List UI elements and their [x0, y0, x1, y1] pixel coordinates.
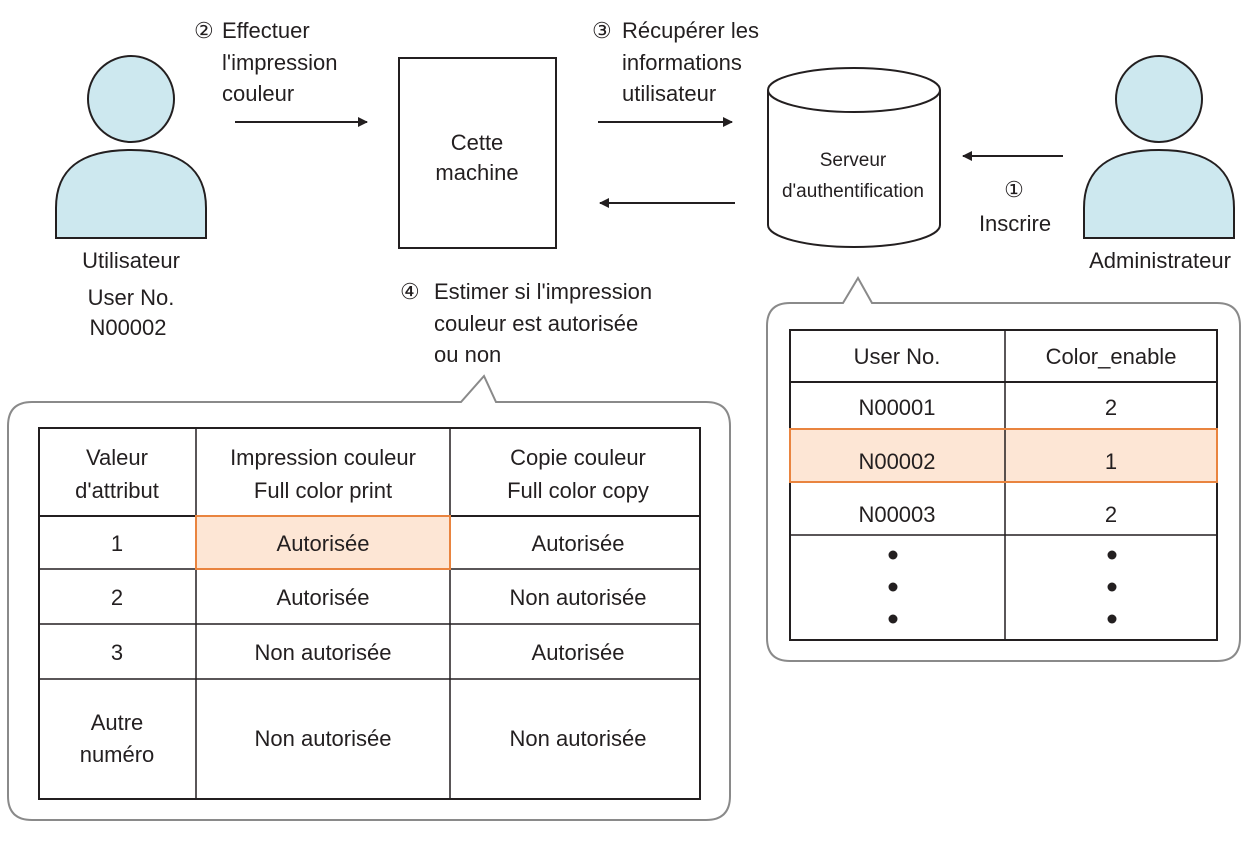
authentication-server-icon [767, 67, 941, 248]
user-table-row3-user: N00003 [858, 502, 935, 527]
attr-row2-print: Autorisée [277, 585, 370, 610]
attr-header-value-line1: Valeur [86, 445, 148, 470]
attr-row4-value-line1: Autre [91, 710, 144, 735]
highlight-row-n00002 [790, 429, 1217, 482]
attr-header-value-line2: d'attribut [75, 478, 159, 503]
user-table-header-user: User No. [854, 344, 941, 369]
step4-line1: Estimer si l'impression [434, 279, 652, 304]
step2-line2: l'impression [222, 50, 337, 75]
step1-number: ① [1004, 177, 1024, 202]
attr-row3-value: 3 [111, 640, 123, 665]
attr-row1-copy: Autorisée [532, 531, 625, 556]
user-number-label: User No. [88, 285, 175, 310]
attr-header-print-line2: Full color print [254, 478, 392, 503]
user-person-icon [55, 55, 207, 239]
machine-label-line2: machine [435, 160, 518, 185]
user-table [789, 329, 1218, 641]
step3-line2: informations [622, 50, 742, 75]
administrator-label: Administrateur [1089, 248, 1231, 273]
step3-line3: utilisateur [622, 81, 716, 106]
step4-line3: ou non [434, 342, 501, 367]
machine-box [398, 57, 557, 249]
attr-row3-print: Non autorisée [255, 640, 392, 665]
administrator-person-icon [1083, 55, 1235, 239]
step2-number: ② [194, 18, 214, 43]
user-number-value: N00002 [89, 315, 166, 340]
attr-row1-print: Autorisée [277, 531, 370, 556]
machine-label-line1: Cette [451, 130, 504, 155]
server-label-line2: d'authentification [782, 181, 924, 202]
attr-header-copy-line1: Copie couleur [510, 445, 646, 470]
user-table-row2-user: N00002 [858, 449, 935, 474]
attr-header-print-line1: Impression couleur [230, 445, 416, 470]
attr-row4-copy: Non autorisée [510, 726, 647, 751]
attr-row4-value-line2: numéro [80, 742, 155, 767]
attr-row2-value: 2 [111, 585, 123, 610]
step2-line3: couleur [222, 81, 294, 106]
step3-number: ③ [592, 18, 612, 43]
user-table-row2-enable: 1 [1105, 449, 1117, 474]
step2-line1: Effectuer [222, 18, 310, 43]
step1-label: Inscrire [979, 211, 1051, 236]
attr-row4-print: Non autorisée [255, 726, 392, 751]
attr-header-copy-line2: Full color copy [507, 478, 649, 503]
highlight-cell-print-1 [196, 516, 450, 569]
server-label-line1: Serveur [820, 150, 887, 171]
step4-number: ④ [400, 279, 420, 304]
step4-line2: couleur est autorisée [434, 311, 638, 336]
user-table-row3-enable: 2 [1105, 502, 1117, 527]
more-rows-ellipsis-icon [888, 550, 1117, 624]
step3-line1: Récupérer les [622, 18, 759, 43]
attr-row1-value: 1 [111, 531, 123, 556]
user-label: Utilisateur [82, 248, 180, 273]
user-table-row1-user: N00001 [858, 395, 935, 420]
user-table-row1-enable: 2 [1105, 395, 1117, 420]
attribute-table [38, 427, 701, 800]
attr-row3-copy: Autorisée [532, 640, 625, 665]
user-table-header-enable: Color_enable [1046, 344, 1177, 369]
attr-row2-copy: Non autorisée [510, 585, 647, 610]
